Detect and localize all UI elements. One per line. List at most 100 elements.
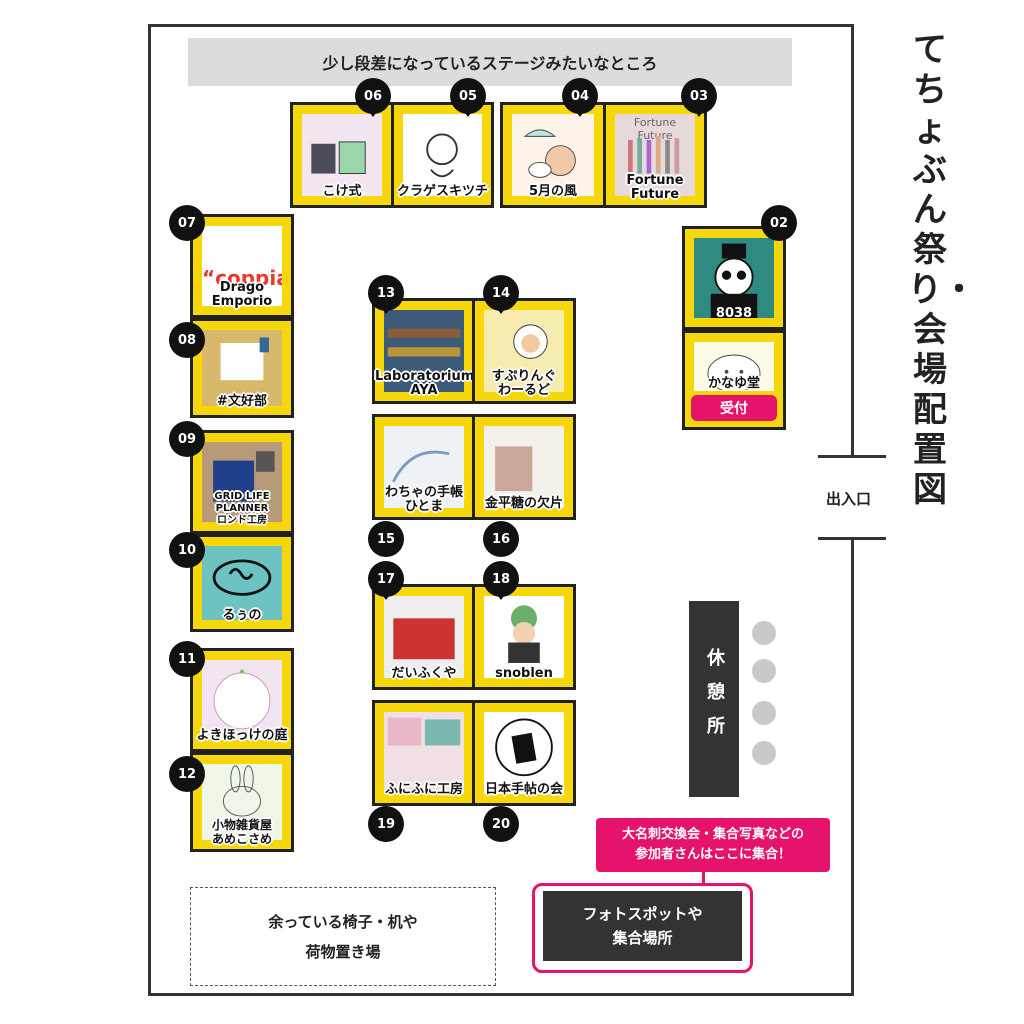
- seat-icon: [752, 741, 776, 765]
- booth-01[interactable]: かなゆ堂 受付: [682, 330, 786, 430]
- booth-label: すぷりんぐ わーるど: [475, 370, 573, 398]
- booth-name: こけ式: [322, 184, 362, 199]
- booth-12[interactable]: 小物雑貨屋 あめこさめ: [190, 752, 294, 852]
- booth-number-pin: 11: [169, 641, 205, 677]
- seat-icon: [752, 621, 776, 645]
- shelf-image: [387, 328, 461, 357]
- stage-label: 少し段差になっているステージみたいなところ: [322, 54, 658, 73]
- booth-number-pin: 20: [483, 806, 519, 842]
- booth-image: [202, 546, 282, 620]
- booth-sub: AYA: [410, 383, 438, 398]
- sketch-image: [403, 114, 482, 196]
- notebook-image: [302, 114, 382, 196]
- booth-name: よきほっけの庭: [196, 728, 288, 743]
- panda-image: [710, 243, 758, 318]
- booth-name: 金平糖の欠片: [484, 496, 563, 511]
- booth-image: [484, 712, 564, 794]
- map-title: てちょぶん祭り・会場配置図: [908, 30, 976, 510]
- booth-number-pin: 08: [169, 322, 205, 358]
- booth-image: [202, 330, 282, 406]
- booth-name: snoblen: [495, 666, 553, 681]
- booth-name: るぅの: [222, 608, 262, 623]
- booth-image: [694, 342, 774, 391]
- booth-image: Fortune Future: [615, 114, 695, 196]
- booth-number-pin: 07: [169, 205, 205, 241]
- booth-05[interactable]: クラゲスキツチ: [391, 102, 494, 208]
- character-image: [508, 605, 540, 663]
- seat-icon: [752, 701, 776, 725]
- notebook-image: [495, 446, 533, 492]
- booth-18[interactable]: snoblen: [472, 584, 576, 690]
- booth-name: Laboratorium: [375, 369, 475, 384]
- photo-spot-line: フォトスポットや: [582, 905, 703, 923]
- booth-06[interactable]: こけ式: [290, 102, 394, 208]
- cat-image: [707, 354, 761, 391]
- booth-name: だいふくや: [391, 666, 457, 681]
- booth-name: Drago Emporio: [211, 280, 273, 309]
- entrance-door-top: [818, 455, 886, 458]
- seat-icon: [752, 659, 776, 683]
- booth-image: [384, 712, 464, 794]
- booth-number-pin: 05: [450, 78, 486, 117]
- booth-name: 8038: [715, 306, 753, 321]
- booth-number-pin: 13: [368, 275, 404, 314]
- booth-label: GRID LIFE PLANNER ロンド工房: [193, 491, 291, 527]
- illustration-image: [392, 450, 450, 483]
- booth-name: GRID LIFE PLANNER: [214, 491, 270, 514]
- cat-image: [213, 669, 271, 730]
- booth-name: すぷりんぐ: [491, 369, 557, 384]
- booth-07[interactable]: “coppia” Drago Emporio: [190, 214, 294, 318]
- booth-number-pin: 09: [169, 421, 205, 457]
- booth-number-pin: 04: [562, 78, 598, 117]
- storage-line: 荷物置き場: [305, 942, 381, 961]
- storefront-image: [393, 618, 455, 660]
- reception-label: 受付: [720, 401, 748, 417]
- booth-image: [202, 442, 282, 522]
- storage-line: 余っている椅子・机や: [268, 912, 418, 931]
- stationery-image: [220, 337, 269, 381]
- booth-image: [302, 114, 382, 196]
- booth-10[interactable]: るぅの: [190, 534, 294, 632]
- note-connector: [702, 872, 705, 884]
- booth-image: [403, 114, 482, 196]
- booth-sub: ひとま: [404, 499, 444, 514]
- booth-15[interactable]: わちゃの手帳 ひとま: [372, 414, 476, 520]
- rest-area-label: 休憩所: [704, 648, 725, 750]
- entrance-door-bottom: [818, 537, 886, 540]
- logo-image: [212, 559, 272, 596]
- booth-number-pin: 15: [368, 521, 404, 557]
- booth-14[interactable]: すぷりんぐ わーるど: [472, 298, 576, 404]
- booth-08[interactable]: #文好部: [190, 318, 294, 418]
- booth-16[interactable]: 金平糖の欠片: [472, 414, 576, 520]
- reception-badge: 受付: [691, 395, 777, 421]
- booth-name: 5月の風: [528, 184, 578, 199]
- booth-name: かなゆ堂: [707, 376, 760, 391]
- booth-label: 小物雑貨屋 あめこさめ: [193, 818, 291, 846]
- booth-image: [484, 596, 564, 678]
- booth-image: “coppia”: [202, 226, 282, 306]
- booth-number-pin: 10: [169, 532, 205, 568]
- booth-image-text: “coppia”: [202, 266, 282, 290]
- booth-number-pin: 02: [761, 205, 797, 241]
- booth-sub: わーるど: [497, 383, 550, 398]
- booth-image: [384, 310, 464, 392]
- booth-number-pin: 18: [483, 561, 519, 600]
- booth-02[interactable]: 8038: [682, 226, 786, 330]
- booth-09[interactable]: GRID LIFE PLANNER ロンド工房: [190, 430, 294, 534]
- booth-03[interactable]: Fortune Future Fortune Future: [603, 102, 707, 208]
- photo-spot-line: 集合場所: [612, 929, 673, 947]
- photo-spot-frame: [532, 883, 753, 973]
- booth-image: [384, 426, 464, 508]
- booth-04[interactable]: 5月の風: [500, 102, 606, 208]
- character-image: [513, 324, 548, 359]
- booth-name: クラゲスキツチ: [396, 184, 488, 199]
- meeting-note-line: 参加者さんはここに集合！: [634, 847, 791, 862]
- booth-image: [484, 426, 564, 508]
- booth-20[interactable]: 日本手帖の会: [472, 700, 576, 806]
- booth-label: わちゃの手帳 ひとま: [375, 486, 473, 514]
- storage-area: 余っている椅子・机や 荷物置き場: [190, 887, 496, 986]
- booth-13[interactable]: Laboratorium AYA: [372, 298, 476, 404]
- booth-11[interactable]: よきほっけの庭: [190, 648, 294, 752]
- booth-number-pin: 19: [368, 806, 404, 842]
- booth-19[interactable]: ふにふに工房: [372, 700, 476, 806]
